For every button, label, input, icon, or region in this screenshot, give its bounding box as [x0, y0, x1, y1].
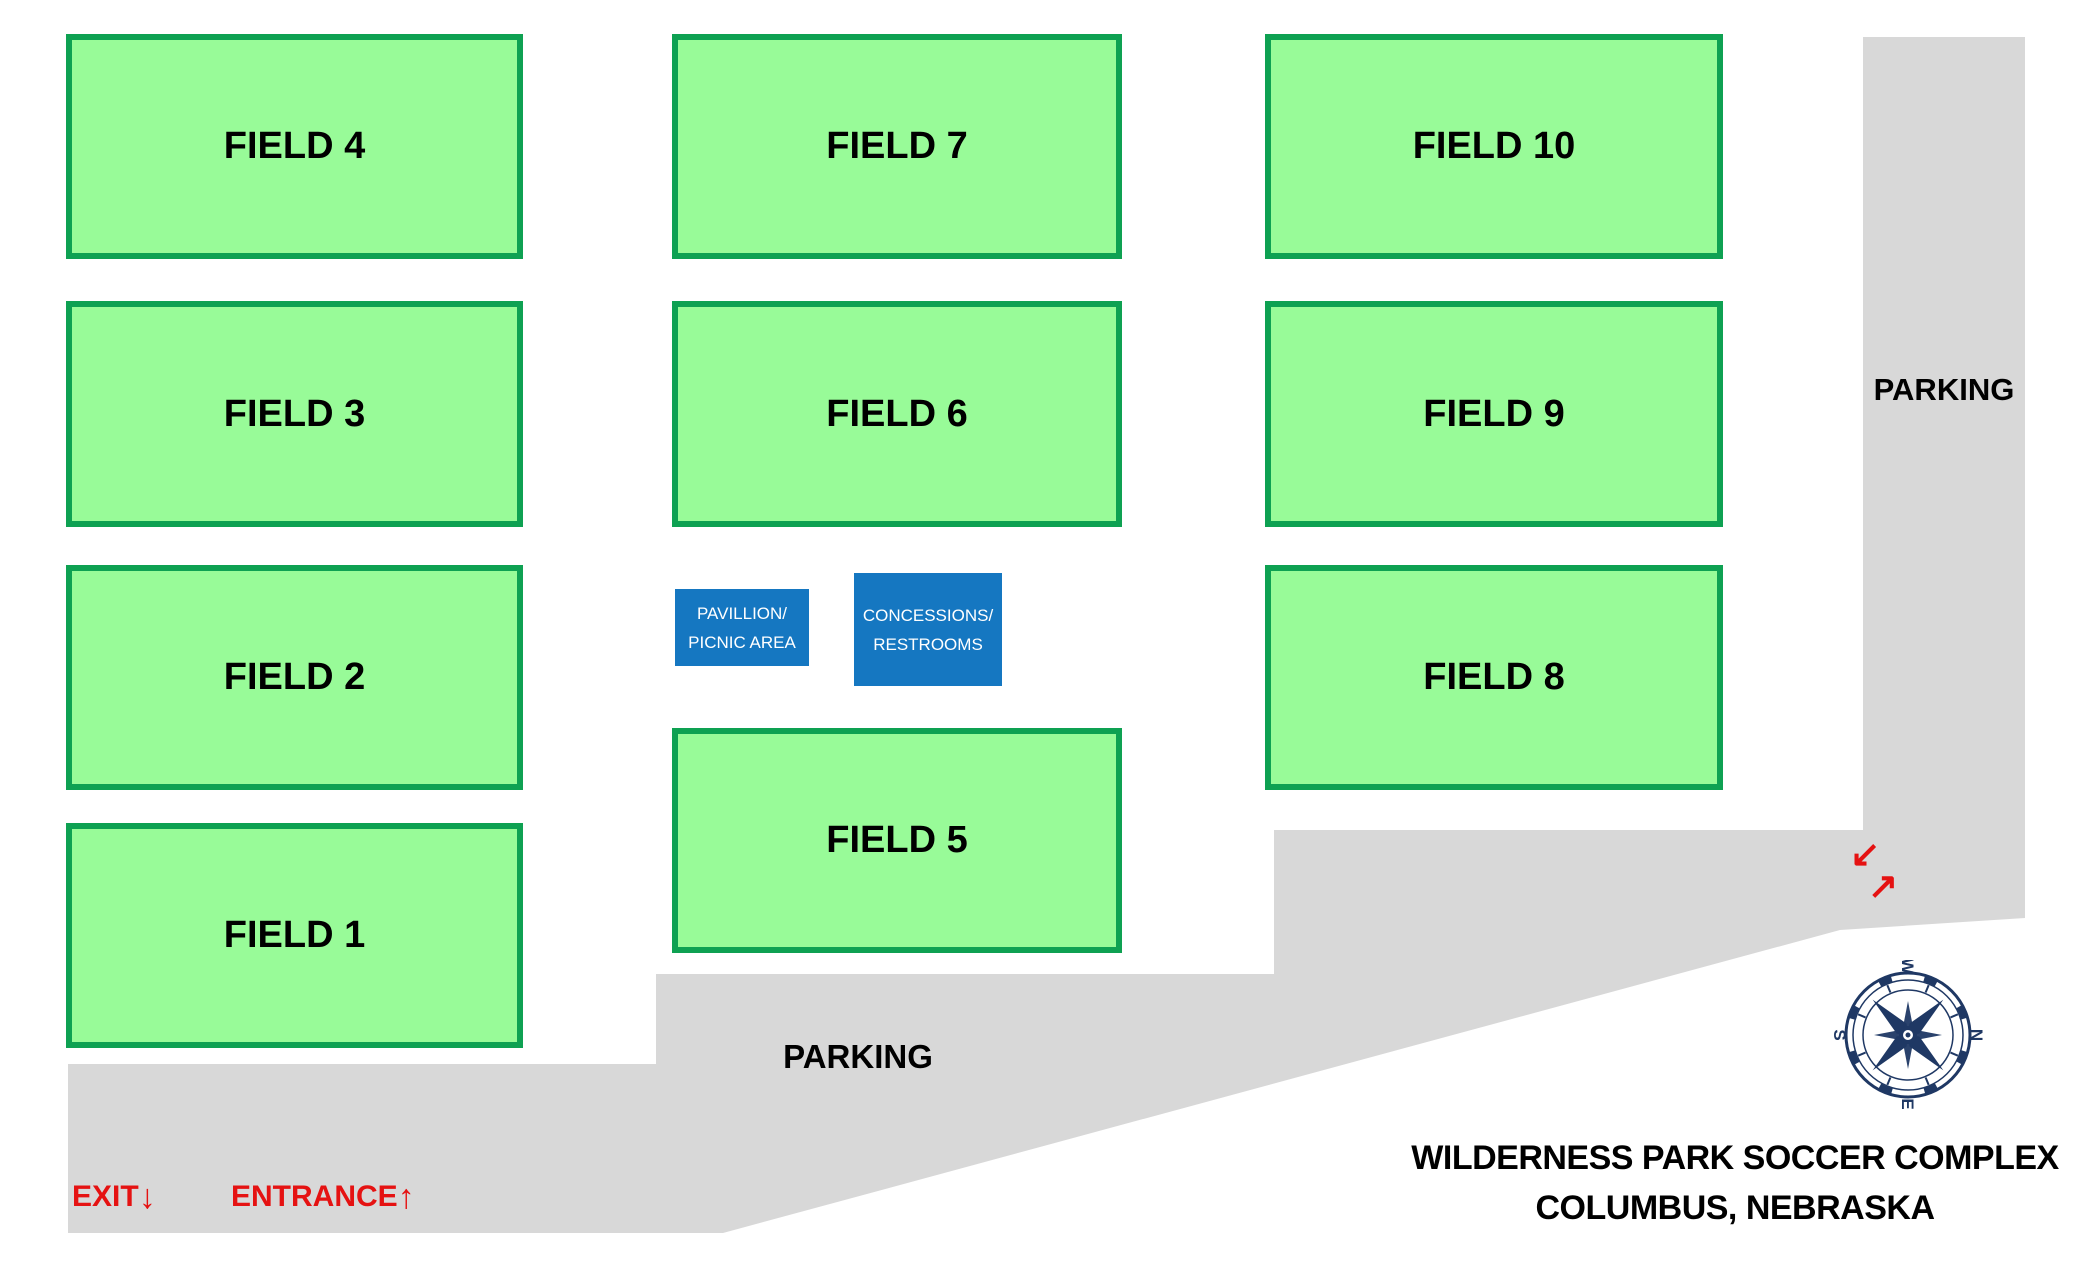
field-10: FIELD 10: [1265, 34, 1723, 259]
pavillion-picnic-area: PAVILLION/ PICNIC AREA: [675, 589, 809, 666]
exit-label: EXIT↓: [72, 1180, 156, 1214]
field-9: FIELD 9: [1265, 301, 1723, 527]
field-3: FIELD 3: [66, 301, 523, 527]
site-title-line1: WILDERNESS PARK SOCCER COMPLEX: [1411, 1139, 2059, 1177]
exit-down-arrow-icon: ↓: [138, 1178, 156, 1216]
flow-arrow-upright-icon: ↗: [1868, 865, 1899, 906]
compass-w-label: W: [1898, 960, 1917, 975]
exit-text: EXIT: [72, 1180, 139, 1213]
site-title: WILDERNESS PARK SOCCER COMPLEX COLUMBUS,…: [1411, 1133, 2059, 1233]
field-2: FIELD 2: [66, 565, 523, 790]
parking-lot-shape: [68, 37, 2025, 1233]
compass-s-label: S: [1833, 1029, 1849, 1040]
parking-label-east: PARKING: [1873, 372, 2015, 407]
pavillion-label-line2: PICNIC AREA: [688, 632, 796, 652]
concessions-label-line2: RESTROOMS: [873, 634, 983, 654]
entrance-text: ENTRANCE: [231, 1180, 398, 1213]
compass-e-label: E: [1898, 1098, 1917, 1109]
concessions-label-line1: CONCESSIONS/: [862, 605, 994, 625]
entrance-label: ENTRANCE↑: [231, 1180, 415, 1214]
flow-arrow-downleft-icon: ↙: [1850, 833, 1881, 874]
entrance-up-arrow-icon: ↑: [397, 1178, 415, 1216]
pavillion-label-line1: PAVILLION/: [696, 603, 788, 623]
field-8: FIELD 8: [1265, 565, 1723, 790]
field-1: FIELD 1: [66, 823, 523, 1048]
concessions-restrooms: CONCESSIONS/ RESTROOMS: [854, 573, 1002, 686]
site-title-line2: COLUMBUS, NEBRASKA: [1535, 1189, 1935, 1227]
field-5: FIELD 5: [672, 728, 1122, 953]
parking-label-south: PARKING: [783, 1038, 933, 1075]
field-6: FIELD 6: [672, 301, 1122, 527]
field-7: FIELD 7: [672, 34, 1122, 259]
compass-n-label: N: [1967, 1029, 1983, 1041]
field-4: FIELD 4: [66, 34, 523, 259]
compass-rose-icon: N E S W: [1833, 960, 1983, 1110]
